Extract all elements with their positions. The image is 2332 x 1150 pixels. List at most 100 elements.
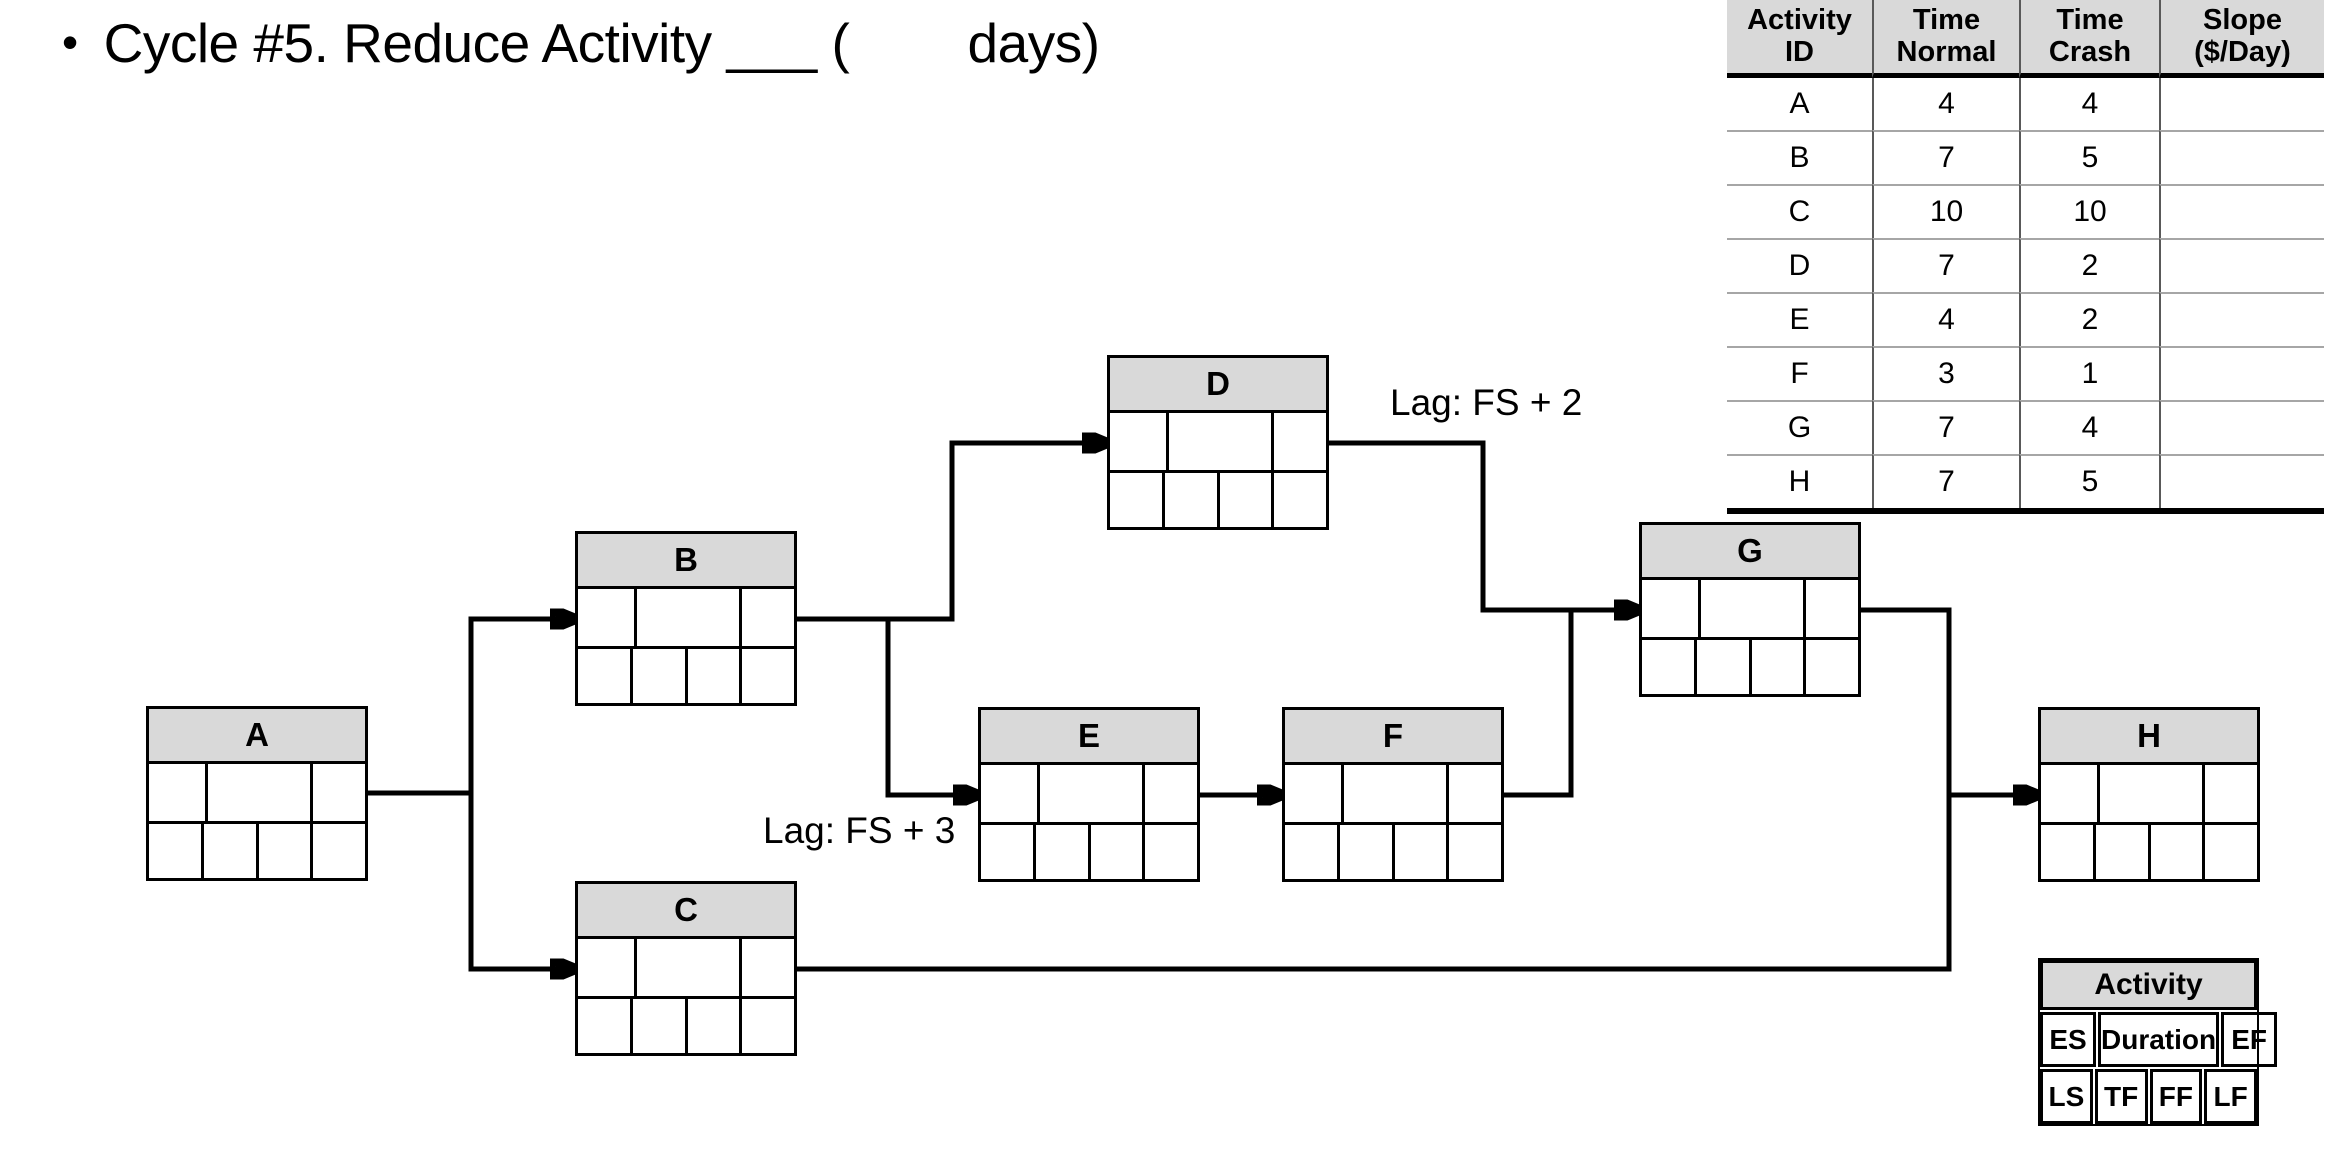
activity-node-label: C <box>578 884 794 939</box>
table-cell: 7 <box>1872 129 2019 184</box>
activity-node-label: B <box>578 534 794 589</box>
edge-g-to-h <box>1861 607 2034 795</box>
activity-node-c: C <box>575 881 797 1056</box>
lf-cell <box>1274 473 1326 527</box>
ls-cell <box>578 999 633 1053</box>
activity-node-label: G <box>1642 525 1858 580</box>
es-cell <box>578 589 637 646</box>
duration-cell <box>208 764 313 821</box>
ef-cell <box>1145 765 1197 822</box>
lag-label-fs3: Lag: FS + 3 <box>763 810 956 851</box>
ef-cell <box>1806 580 1858 637</box>
activity-node-d: D <box>1107 355 1329 530</box>
edge-a-to-b <box>367 619 571 796</box>
table-cell: 4 <box>2019 399 2159 454</box>
legend-ls-cell: LS <box>2040 1069 2093 1124</box>
lf-cell <box>1145 825 1197 879</box>
es-cell <box>981 765 1040 822</box>
ff-cell <box>1752 640 1807 694</box>
legend-duration-cell: Duration <box>2098 1012 2220 1067</box>
table-cell: H <box>1727 453 1872 508</box>
table-cell <box>2159 237 2324 292</box>
table-cell <box>2159 399 2324 454</box>
duration-cell <box>637 939 742 996</box>
es-cell <box>149 764 208 821</box>
table-cell <box>2159 291 2324 346</box>
tf-cell <box>1036 825 1091 879</box>
table-cell: B <box>1727 129 1872 184</box>
edge-b-to-e <box>885 619 974 795</box>
tf-cell <box>1697 640 1752 694</box>
table-cell: 4 <box>1872 77 2019 130</box>
ef-cell <box>742 589 794 646</box>
table-cell <box>2159 129 2324 184</box>
ef-cell <box>2205 765 2257 822</box>
activity-node-label: A <box>149 709 365 764</box>
table-cell: 7 <box>1872 237 2019 292</box>
lf-cell <box>742 649 794 703</box>
activity-node-h: H <box>2038 707 2260 882</box>
page-title-text: Cycle #5. Reduce Activity ___ ( days) <box>103 12 1100 74</box>
es-cell <box>1110 413 1169 470</box>
ff-cell <box>688 649 743 703</box>
legend-ef-cell: EF <box>2221 1012 2278 1067</box>
activity-node-g: G <box>1639 522 1861 697</box>
ls-cell <box>1110 473 1165 527</box>
es-cell <box>1285 765 1344 822</box>
ff-cell <box>1091 825 1146 879</box>
ef-cell <box>742 939 794 996</box>
lf-cell <box>742 999 794 1053</box>
duration-cell <box>1701 580 1806 637</box>
tf-cell <box>1340 825 1395 879</box>
tf-cell <box>633 649 688 703</box>
table-cell: 2 <box>2019 237 2159 292</box>
ls-cell <box>1285 825 1340 879</box>
es-cell <box>2041 765 2100 822</box>
lf-cell <box>2205 825 2257 879</box>
ls-cell <box>1642 640 1697 694</box>
table-cell: F <box>1727 345 1872 400</box>
activity-node-f: F <box>1282 707 1504 882</box>
legend-title: Activity <box>2040 960 2257 1010</box>
bullet-icon: • <box>62 16 78 68</box>
table-cell: 7 <box>1872 453 2019 508</box>
es-cell <box>578 939 637 996</box>
table-cell: 5 <box>2019 129 2159 184</box>
ff-cell <box>259 824 314 878</box>
legend-lf-cell: LF <box>2204 1069 2257 1124</box>
ff-cell <box>1395 825 1450 879</box>
lf-cell <box>1806 640 1858 694</box>
edge-a-to-c <box>468 793 571 969</box>
table-cell: 10 <box>1872 183 2019 238</box>
tf-cell <box>204 824 259 878</box>
activity-node-label: F <box>1285 710 1501 765</box>
table-cell: 4 <box>1872 291 2019 346</box>
lag-label-fs2: Lag: FS + 2 <box>1390 382 1583 423</box>
duration-cell <box>1040 765 1145 822</box>
activity-node-label: E <box>981 710 1197 765</box>
column-header-slope: Slope ($/Day) <box>2159 0 2324 78</box>
ff-cell <box>688 999 743 1053</box>
activity-node-a: A <box>146 706 368 881</box>
table-cell: E <box>1727 291 1872 346</box>
activity-node-e: E <box>978 707 1200 882</box>
edge-f-to-g <box>1504 608 1574 798</box>
crash-data-table: Activity ID Time Normal Time Crash Slope… <box>1727 0 2324 514</box>
table-cell <box>2159 345 2324 400</box>
ls-cell <box>578 649 633 703</box>
column-header-time-crash: Time Crash <box>2019 0 2159 78</box>
ls-cell <box>2041 825 2096 879</box>
activity-node-label: D <box>1110 358 1326 413</box>
table-cell: 3 <box>1872 345 2019 400</box>
table-cell: 4 <box>2019 77 2159 130</box>
table-cell: 7 <box>1872 399 2019 454</box>
activity-node-b: B <box>575 531 797 706</box>
table-cell: 2 <box>2019 291 2159 346</box>
ls-cell <box>149 824 204 878</box>
duration-cell <box>2100 765 2205 822</box>
table-cell: 1 <box>2019 345 2159 400</box>
lf-cell <box>1449 825 1501 879</box>
ls-cell <box>981 825 1036 879</box>
table-cell: G <box>1727 399 1872 454</box>
